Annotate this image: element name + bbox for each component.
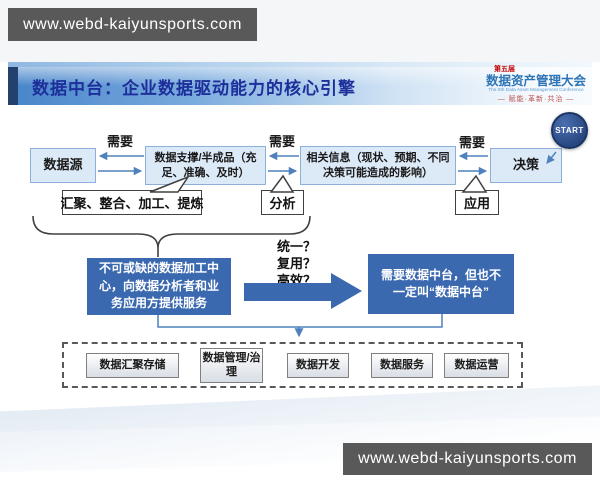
title-band [18, 67, 592, 105]
watermark-bottom-bar: www.webd-kaiyunsports.com [343, 443, 592, 475]
question-reuse: 复用？ [277, 256, 317, 271]
flow-node-related-info: 相关信息（现状、预期、不同决策可能造成的影响） [300, 146, 456, 185]
module-data-storage: 数据汇聚存储 [86, 353, 179, 378]
question-unified: 统一？ [277, 239, 317, 254]
conclusion-box: 需要数据中台，但也不一定叫“数据中台” [368, 254, 514, 314]
flow-node-data-source: 数据源 [30, 148, 96, 183]
module-data-development: 数据开发 [287, 353, 349, 378]
flow-node-decision: 决策 [490, 148, 562, 183]
watermark-bottom-text: www.webd-kaiyunsports.com [358, 450, 577, 467]
logo-slogan: — 赋能·革新·共治 — [497, 96, 575, 104]
need-label-1: 需要 [107, 134, 134, 149]
start-button[interactable]: START [551, 112, 588, 149]
title-top-strip [8, 62, 592, 67]
callout-apply: 应用 [455, 190, 499, 215]
need-label-3: 需要 [459, 135, 486, 150]
watermark-top-bar: www.webd-kaiyunsports.com [8, 8, 257, 41]
platform-modules-frame [62, 342, 523, 388]
conference-logo: 第五届 数据资产管理大会 The 5th Data Asset Manageme… [478, 66, 594, 104]
questions-block: 统一？ 复用？ 高效？ [277, 238, 316, 289]
module-data-service: 数据服务 [371, 353, 433, 378]
title-left-accent [8, 67, 18, 105]
data-center-box: 不可或缺的数据加工中心，向数据分析者和业务应用方提供服务 [87, 258, 231, 315]
question-efficient: 高效？ [277, 273, 317, 288]
callout-analyze: 分析 [261, 190, 304, 215]
watermark-top-text: www.webd-kaiyunsports.com [23, 15, 242, 33]
logo-name-en: The 5th Data Asset Management Conference [488, 87, 584, 94]
logo-name: 数据资产管理大会 [485, 74, 586, 89]
callout-aggregate-process: 汇聚、整合、加工、提炼 [61, 190, 204, 215]
module-data-operation: 数据运营 [444, 353, 509, 378]
page-title: 数据中台：企业数据驱动能力的核心引擎 [32, 79, 356, 98]
module-data-governance: 数据管理/治理 [200, 348, 263, 383]
need-label-2: 需要 [269, 134, 296, 149]
logo-edition: 第五届 [494, 66, 515, 73]
flow-node-data-support: 数据支撑/半成品（充足、准确、及时） [145, 146, 266, 185]
